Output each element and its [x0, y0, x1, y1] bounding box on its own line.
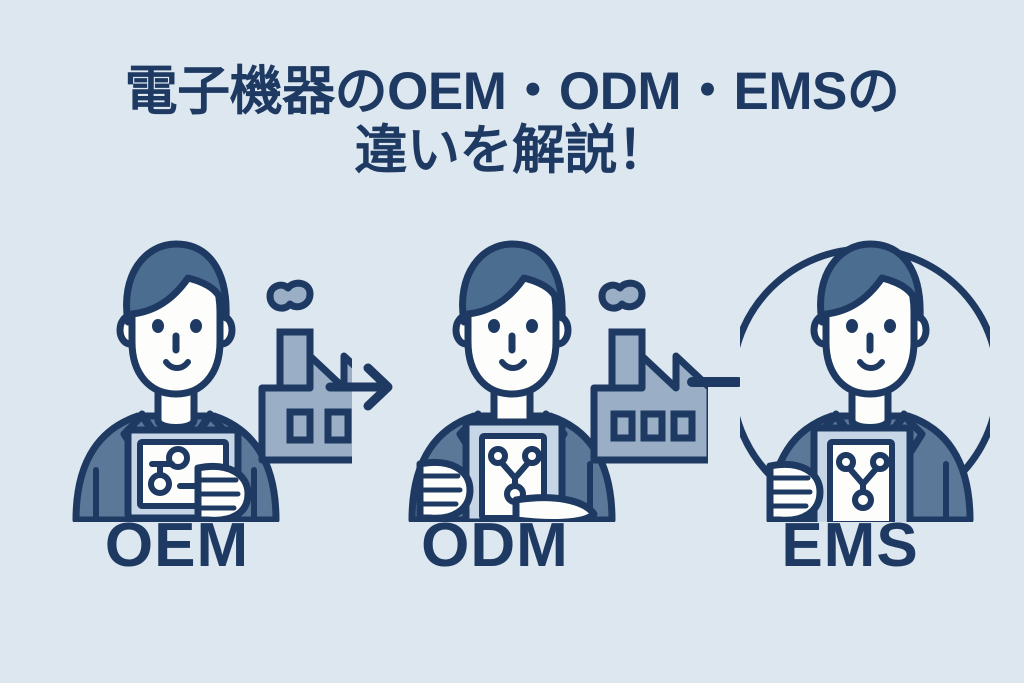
- hand-icon: [194, 463, 252, 522]
- figure-group-odm: [408, 240, 708, 522]
- figure-group-oem: [72, 240, 352, 522]
- page-title: 電子機器のOEM・ODM・EMSの 違いを解説！: [0, 62, 1024, 181]
- tablet-device-icon: [810, 424, 914, 522]
- arrow-right-icon: [325, 363, 393, 411]
- label-row: OEM ODM EMS: [0, 510, 1024, 590]
- label-odm: ODM: [421, 511, 569, 580]
- illustration-row: [0, 232, 1024, 522]
- factory-icon: [590, 279, 708, 464]
- hand-icon: [766, 461, 824, 522]
- label-oem: OEM: [104, 511, 250, 580]
- hand-icon: [416, 459, 598, 522]
- figure-group-ems: [740, 240, 990, 522]
- title-line-2: 違いを解説！: [354, 121, 671, 181]
- label-ems: EMS: [781, 511, 919, 580]
- title-line-1: 電子機器のOEM・ODM・EMSの: [124, 62, 900, 121]
- minus-dash-icon: [687, 377, 740, 387]
